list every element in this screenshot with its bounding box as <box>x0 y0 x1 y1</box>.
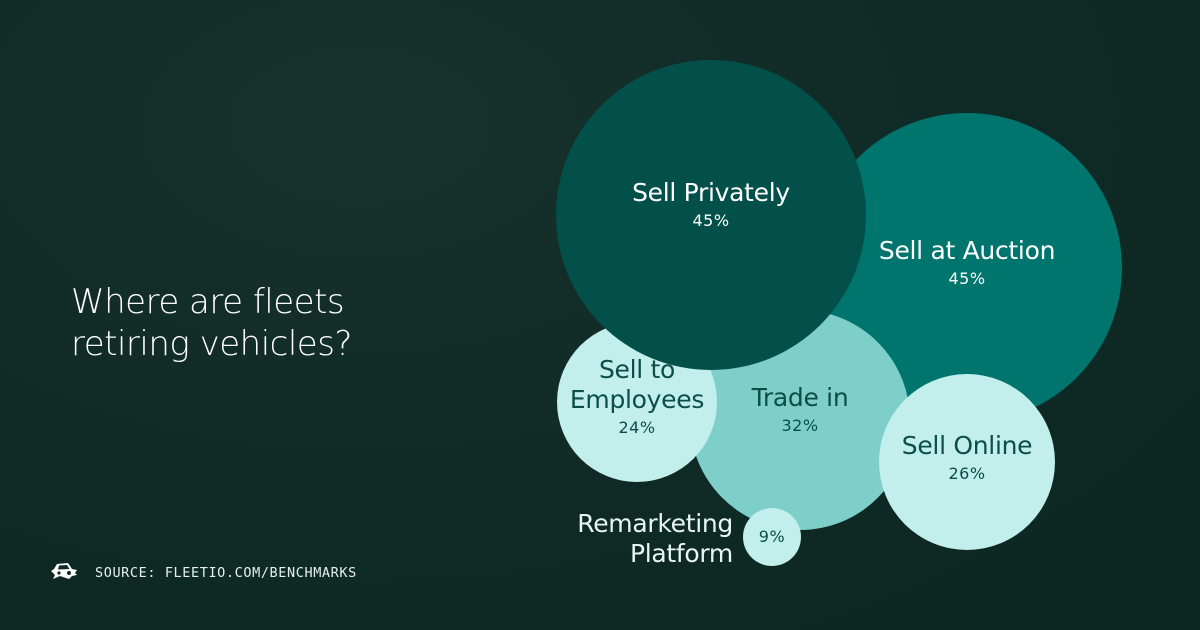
bubble-label: Trade in <box>751 383 849 412</box>
remarketing-platform-label: Remarketing Platform <box>577 509 733 568</box>
fleetio-car-logo-icon <box>50 561 79 585</box>
source-footer: SOURCE: FLEETIO.COM/BENCHMARKS <box>50 562 357 584</box>
bubble-value: 32% <box>781 416 819 435</box>
bubble-value: 45% <box>692 211 730 230</box>
bubble-value: 26% <box>948 464 986 483</box>
bubble-label: Sell Privately <box>632 178 790 207</box>
page-title: Where are fleets retiring vehicles? <box>71 282 352 364</box>
bubble-value: 24% <box>618 418 656 437</box>
bubble-label: Sell at Auction <box>878 236 1056 265</box>
bubble-remarketing-platform: 9% <box>743 508 801 566</box>
bubble-label: Sell Online <box>901 431 1033 460</box>
bubble-sell-privately: Sell Privately 45% <box>556 60 866 370</box>
bubble-sell-online: Sell Online 26% <box>879 374 1055 550</box>
source-text: SOURCE: FLEETIO.COM/BENCHMARKS <box>95 565 357 581</box>
bubble-value: 45% <box>948 269 986 288</box>
bubble-value: 9% <box>758 527 786 546</box>
